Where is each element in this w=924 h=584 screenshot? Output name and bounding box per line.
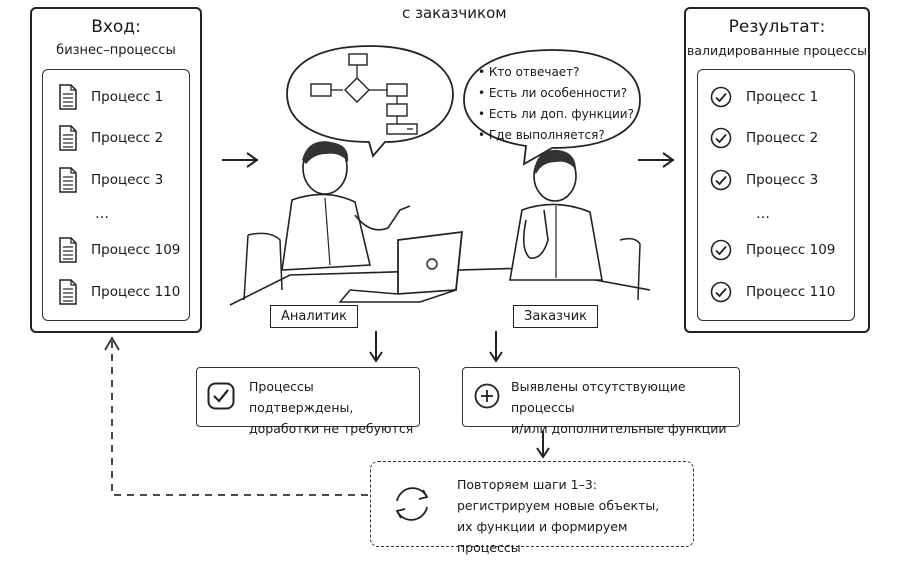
document-icon: [59, 279, 77, 305]
result-list: Процесс 1 Процесс 2 Процесс 3 … Процесс …: [697, 69, 855, 321]
process-label: Процесс 1: [91, 89, 164, 105]
confirmed-text: Процессы подтверждены, доработки не треб…: [249, 376, 419, 439]
process-label: Процесс 3: [91, 172, 164, 188]
analyst-label: Аналитик: [270, 305, 358, 328]
arrow-down-icon: [369, 331, 383, 363]
process-label: Процесс 110: [91, 284, 181, 300]
customer-label: Заказчик: [513, 305, 599, 328]
check-circle-icon: [710, 239, 732, 261]
document-icon: [59, 237, 77, 263]
input-list: Процесс 1 Процесс 2 Процесс 3: [42, 69, 190, 321]
refresh-cycle-icon: [395, 487, 429, 521]
meeting-illustration: [229, 141, 651, 306]
found-text: Выявлены отсутствующие процессы и/или до…: [511, 376, 739, 439]
list-item: Процесс 1: [59, 84, 163, 110]
question-item: • Есть ли доп. функции?: [478, 107, 634, 121]
found-line: и/или дополнительные функции: [511, 421, 727, 436]
process-label: Процесс 2: [746, 130, 819, 146]
found-line: Выявлены отсутствующие процессы: [511, 379, 686, 415]
result-panel: Результат: валидированные процессы Проце…: [684, 7, 870, 333]
input-panel: Вход: бизнес–процессы Процесс 1: [30, 7, 202, 333]
question-item: • Где выполняется?: [478, 128, 605, 142]
feedback-loop-arrow: [104, 336, 368, 496]
list-item: Процесс 3: [710, 167, 818, 193]
check-circle-icon: [710, 169, 732, 191]
arrow-right-icon: [222, 152, 259, 168]
list-item: Процесс 110: [59, 279, 180, 305]
arrow-down-icon: [489, 331, 503, 363]
found-box: Выявлены отсутствующие процессы и/или до…: [462, 367, 740, 436]
flowchart-bubble: [286, 45, 454, 158]
result-subtitle: валидированные процессы: [687, 43, 867, 58]
list-item: Процесс 2: [59, 125, 163, 151]
list-ellipsis: …: [95, 206, 111, 222]
questions-bubble: [463, 49, 641, 166]
plus-circle-icon: [474, 383, 500, 409]
list-item: Процесс 1: [710, 84, 818, 110]
diagram-top-title: с заказчиком: [402, 4, 507, 22]
result-title: Результат:: [728, 17, 826, 37]
document-icon: [59, 167, 77, 193]
repeat-box: Повторяем шаги 1–3: регистрируем новые о…: [370, 461, 694, 555]
question-item: • Есть ли особенности?: [478, 86, 628, 100]
process-label: Процесс 3: [746, 172, 819, 188]
confirmed-box: Процессы подтверждены, доработки не треб…: [196, 367, 420, 436]
confirmed-line: Процессы подтверждены,: [249, 379, 354, 415]
list-item: Процесс 110: [710, 279, 835, 305]
repeat-line: Повторяем шаги 1–3:: [457, 477, 598, 492]
process-label: Процесс 109: [91, 242, 181, 258]
arrow-down-icon: [536, 431, 550, 459]
check-square-icon: [207, 382, 235, 410]
input-title: Вход:: [91, 17, 141, 37]
input-subtitle: бизнес–процессы: [56, 43, 176, 58]
document-icon: [59, 125, 77, 151]
process-label: Процесс 110: [746, 284, 836, 300]
process-label: Процесс 2: [91, 130, 164, 146]
list-item: Процесс 109: [59, 237, 180, 263]
process-label: Процесс 1: [746, 89, 819, 105]
repeat-text: Повторяем шаги 1–3: регистрируем новые о…: [457, 474, 693, 558]
check-circle-icon: [710, 127, 732, 149]
repeat-line: регистрируем новые объекты,: [457, 498, 660, 513]
repeat-line: их функции и формируем процессы: [457, 519, 628, 555]
check-circle-icon: [710, 281, 732, 303]
arrow-right-icon: [638, 152, 675, 168]
list-item: Процесс 3: [59, 167, 163, 193]
check-circle-icon: [710, 86, 732, 108]
list-item: Процесс 2: [710, 125, 818, 151]
document-icon: [59, 84, 77, 110]
question-item: • Кто отвечает?: [478, 65, 580, 79]
questions-list: • Кто отвечает? • Есть ли особенности? •…: [478, 62, 634, 146]
process-label: Процесс 109: [746, 242, 836, 258]
list-ellipsis: …: [756, 206, 772, 222]
list-item: Процесс 109: [710, 237, 835, 263]
confirmed-line: доработки не требуются: [249, 421, 414, 436]
